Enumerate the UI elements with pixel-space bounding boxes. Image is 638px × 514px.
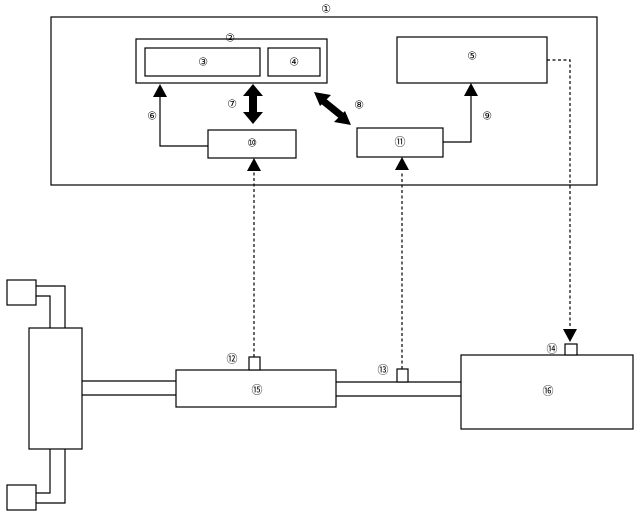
double-arrow-8 bbox=[314, 92, 351, 125]
box-15 bbox=[175, 369, 337, 408]
box-5 bbox=[396, 36, 548, 84]
label-10: ⑩ bbox=[247, 137, 257, 150]
arrowhead-13 bbox=[395, 157, 409, 170]
label-15: ⑮ bbox=[252, 384, 263, 397]
label-16: ⑯ bbox=[543, 385, 554, 398]
arrowhead-12 bbox=[247, 158, 261, 171]
pipe-bottom-outer bbox=[36, 449, 66, 504]
line-6 bbox=[159, 87, 208, 147]
small-box-top-left bbox=[6, 279, 37, 306]
label-13: ⑬ bbox=[378, 364, 389, 377]
label-11: ⑪ bbox=[395, 136, 406, 149]
pipe-top-inner bbox=[36, 295, 51, 328]
box-16 bbox=[460, 354, 634, 430]
line-9 bbox=[443, 86, 472, 143]
label-12: ⑫ bbox=[227, 353, 238, 366]
pipe-top-outer bbox=[36, 285, 66, 328]
label-8: ⑧ bbox=[354, 99, 364, 112]
label-2: ② bbox=[225, 32, 235, 45]
label-3: ③ bbox=[198, 56, 208, 69]
sensor-12 bbox=[248, 356, 261, 371]
label-1: ① bbox=[321, 3, 331, 16]
box-4 bbox=[267, 47, 321, 77]
arrowhead-6 bbox=[153, 84, 167, 97]
label-9: ⑨ bbox=[482, 110, 492, 123]
label-7: ⑦ bbox=[227, 98, 237, 111]
label-5: ⑤ bbox=[467, 50, 477, 63]
small-box-bottom-left bbox=[6, 484, 37, 511]
sensor-13 bbox=[396, 368, 409, 383]
label-6: ⑥ bbox=[147, 110, 157, 123]
box-10 bbox=[207, 129, 297, 159]
sensor-14 bbox=[564, 343, 578, 356]
double-arrow-7 bbox=[243, 84, 263, 124]
pipe-bottom-inner bbox=[36, 449, 51, 494]
label-14: ⑭ bbox=[547, 343, 558, 356]
arrowhead-14 bbox=[563, 329, 577, 342]
signal-line-14 bbox=[547, 59, 571, 327]
label-4: ④ bbox=[289, 56, 299, 69]
box-11 bbox=[356, 127, 444, 158]
left-unit bbox=[28, 327, 83, 450]
arrowhead-9 bbox=[464, 83, 478, 96]
box-3 bbox=[144, 47, 261, 77]
